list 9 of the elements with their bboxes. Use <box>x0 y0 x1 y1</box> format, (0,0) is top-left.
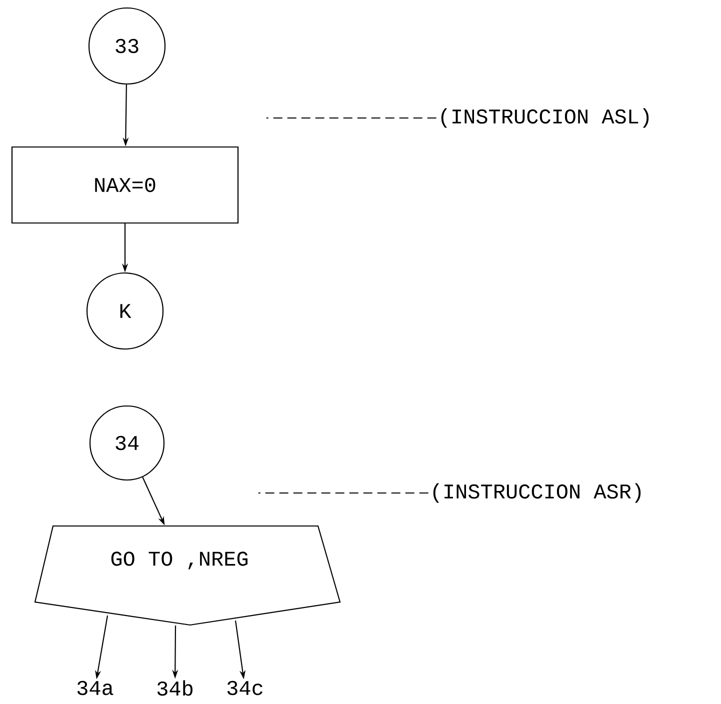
leader-line <box>258 492 428 494</box>
text-label: 34b <box>157 680 192 696</box>
leader-line <box>266 117 436 119</box>
text-label: (INSTRUCCION ASR) <box>433 483 641 503</box>
text-label: 34a <box>77 680 114 696</box>
process-box: NAX=0 <box>11 146 239 224</box>
text-label: 34c <box>227 680 262 696</box>
text-label: (INSTRUCCION ASL) <box>441 108 649 128</box>
branch-box: GO TO ,NREG <box>34 525 341 626</box>
